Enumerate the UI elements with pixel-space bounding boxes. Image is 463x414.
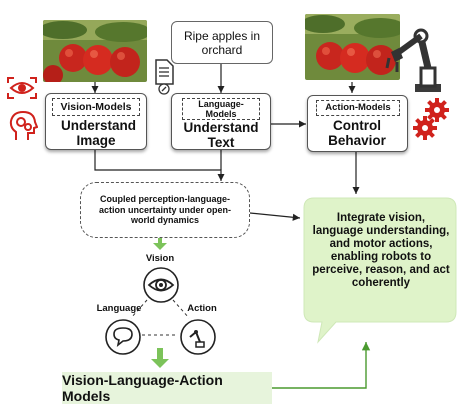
apple-photo-right <box>305 14 400 80</box>
triangle-action-label: Action <box>187 303 217 314</box>
action-models-title: Control Behavior <box>328 118 386 148</box>
arrow-uncertainty-to-bubble <box>249 212 301 221</box>
outcome-bubble <box>303 197 457 344</box>
language-models-tag: Language-Models <box>182 98 260 120</box>
triangle-vision-label: Vision <box>145 253 175 264</box>
apple-photo-left <box>43 20 147 82</box>
outcome-text: Integrate vision, language understanding… <box>312 212 450 289</box>
input-caption-box: Ripe apples in orchard <box>171 21 273 64</box>
uncertainty-box: Coupled perception-language-action uncer… <box>80 182 250 238</box>
speech-bubble-icon <box>105 319 141 355</box>
eye-icon <box>143 267 179 303</box>
input-caption: Ripe apples in orchard <box>183 28 261 57</box>
eye-scan-icon <box>7 77 37 99</box>
triangle-language-label: Language <box>96 303 142 314</box>
green-arrow-2 <box>151 348 169 368</box>
vla-models-title: Vision-Language-Action Models <box>62 372 223 404</box>
vision-models-box: Vision-Models Understand Image <box>45 93 147 150</box>
vision-models-tag: Vision-Models <box>52 98 140 116</box>
arrow-banner-to-bubble <box>272 342 371 389</box>
robot-arm-small-icon <box>180 319 216 355</box>
vla-models-banner: Vision-Language-Action Models <box>62 372 272 404</box>
language-models-box: Language-Models Understand Text <box>171 93 271 150</box>
document-icon <box>155 59 174 95</box>
green-arrow-1 <box>153 236 167 250</box>
head-gears-icon <box>9 110 38 140</box>
action-models-tag: Action-Models <box>316 100 400 116</box>
arrow-models-to-uncertainty <box>94 150 225 181</box>
language-models-title: Understand Text <box>183 120 259 150</box>
robot-arm-icon <box>385 28 441 92</box>
action-models-box: Action-Models Control Behavior <box>307 95 408 152</box>
uncertainty-text: Coupled perception-language-action uncer… <box>98 194 231 226</box>
gears-icon <box>413 98 449 140</box>
vision-models-title: Understand Image <box>61 118 137 148</box>
